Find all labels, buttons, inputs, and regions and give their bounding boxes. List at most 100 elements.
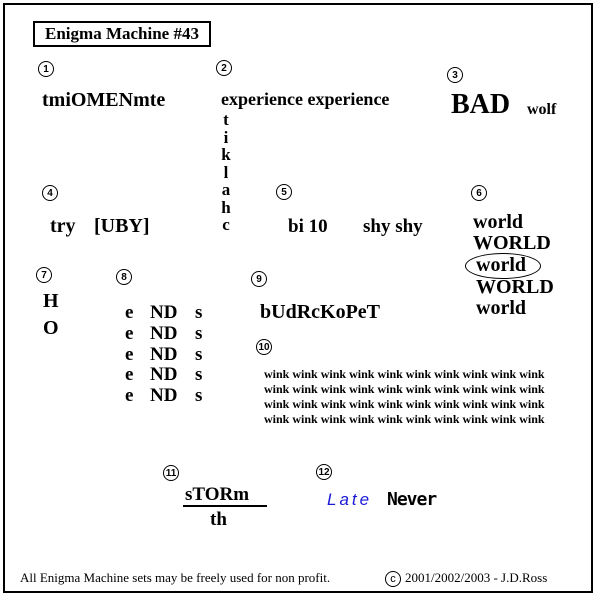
puzzle-6-line-2: WORLD [473,232,551,254]
wink-word: wink [462,412,488,426]
puzzle-4-text-a: try [50,215,76,237]
wink-word: wink [405,412,432,426]
puzzle-3-small-text: wolf [527,101,557,118]
wink-word: wink [320,382,347,396]
puzzle-5-text-b: shy shy [363,216,423,237]
puzzle-10-wink-block: wink wink wink wink wink wink wink wink … [264,367,545,427]
puzzle-7-letter-1: H [43,290,59,312]
puzzle-11-top-text: sTORm [185,484,250,505]
puzzle-1-text: tmiOMENmte [42,89,166,111]
puzzle-number-2: 2 [216,60,232,76]
puzzle-8-cell: s [195,364,203,385]
puzzle-8-cell: e [125,344,134,365]
wink-word: wink [377,382,403,396]
puzzle-8-cell: ND [150,302,178,323]
wink-word: wink [490,412,517,426]
wink-word: wink [490,382,517,396]
wink-word: wink [405,382,432,396]
puzzle-8-cell: ND [150,364,178,385]
puzzle-8-cell: s [195,385,203,406]
vertical-letter: c [222,215,230,234]
wink-word: wink [349,367,375,381]
puzzle-11-divider-line [183,505,267,507]
wink-line: wink wink wink wink wink wink wink wink … [264,397,545,412]
wink-word: wink [264,367,290,381]
puzzle-11-bottom-text: th [210,509,227,530]
wink-word: wink [264,382,290,396]
puzzle-8-cell: s [195,344,203,365]
wink-word: wink [462,382,488,396]
copyright-icon: c [385,571,401,587]
footer-license-text: All Enigma Machine sets may be freely us… [20,570,331,585]
wink-word: wink [490,397,517,411]
wink-word: wink [320,412,347,426]
footer-copyright-text: 2001/2002/2003 - J.D.Ross [405,570,548,585]
puzzle-2-text: experience experience [221,89,390,109]
puzzle-7-letter-2: O [43,317,59,339]
wink-word: wink [292,397,318,411]
wink-word: wink [377,367,403,381]
vertical-letter: h [221,197,231,217]
wink-word: wink [292,412,318,426]
puzzle-6-oval [465,253,541,279]
wink-line: wink wink wink wink wink wink wink wink … [264,382,545,397]
wink-line: wink wink wink wink wink wink wink wink … [264,412,545,427]
title-box: Enigma Machine #43 [33,21,211,47]
vertical-letter: k [221,145,231,164]
wink-word: wink [264,397,290,411]
puzzle-8-cell: s [195,323,203,344]
wink-word: wink [434,367,460,381]
wink-word: wink [519,382,545,396]
puzzle-5-text-a: bi 10 [288,216,328,237]
puzzle-6-line-4: WORLD [476,276,554,298]
puzzle-number-10: 10 [256,339,272,355]
puzzle-8-cell: ND [150,323,178,344]
puzzle-number-3: 3 [447,67,463,83]
wink-word: wink [405,397,432,411]
wink-word: wink [349,397,375,411]
wink-word: wink [519,412,545,426]
wink-word: wink [377,412,403,426]
wink-word: wink [320,367,347,381]
wink-word: wink [349,382,375,396]
wink-word: wink [349,412,375,426]
wink-word: wink [434,382,460,396]
puzzle-8-cell: ND [150,385,178,406]
puzzle-number-8: 8 [116,269,132,285]
puzzle-3-big-text: BAD [451,89,511,120]
wink-word: wink [264,412,290,426]
puzzle-12-never-text: Never [387,489,437,510]
puzzle-8-cell: e [125,323,134,344]
vertical-letter: t [223,110,229,129]
wink-word: wink [490,367,517,381]
puzzle-8-cell: e [125,364,134,385]
wink-word: wink [377,397,403,411]
vertical-letter: l [223,162,229,182]
wink-word: wink [405,367,432,381]
puzzle-number-1: 1 [38,61,54,77]
vertical-letter: a [221,180,231,199]
puzzle-number-7: 7 [36,267,52,283]
wink-word: wink [434,412,460,426]
puzzle-card: Enigma Machine #43 1 2 3 4 5 6 7 8 9 10 … [3,3,593,593]
wink-word: wink [292,367,318,381]
wink-word: wink [519,397,545,411]
page-title: Enigma Machine #43 [45,24,199,43]
puzzle-4-text-b: [UBY] [94,215,150,237]
puzzle-8-cell: s [195,302,203,323]
wink-word: wink [434,397,460,411]
puzzle-9-text: bUdRcKoPeT [260,301,380,323]
puzzle-12-late-text: Late [327,490,373,509]
puzzle-6-line-5: world [476,297,526,319]
puzzle-2-vertical-text: t i k l a h c [218,111,234,234]
wink-line: wink wink wink wink wink wink wink wink … [264,367,545,382]
puzzle-number-6: 6 [471,185,487,201]
vertical-letter: i [223,127,229,147]
wink-word: wink [519,367,545,381]
puzzle-number-5: 5 [276,184,292,200]
puzzle-8-cell: e [125,385,134,406]
wink-word: wink [320,397,347,411]
wink-word: wink [462,397,488,411]
puzzle-6-line-1: world [473,211,523,233]
puzzle-number-11: 11 [163,465,179,481]
